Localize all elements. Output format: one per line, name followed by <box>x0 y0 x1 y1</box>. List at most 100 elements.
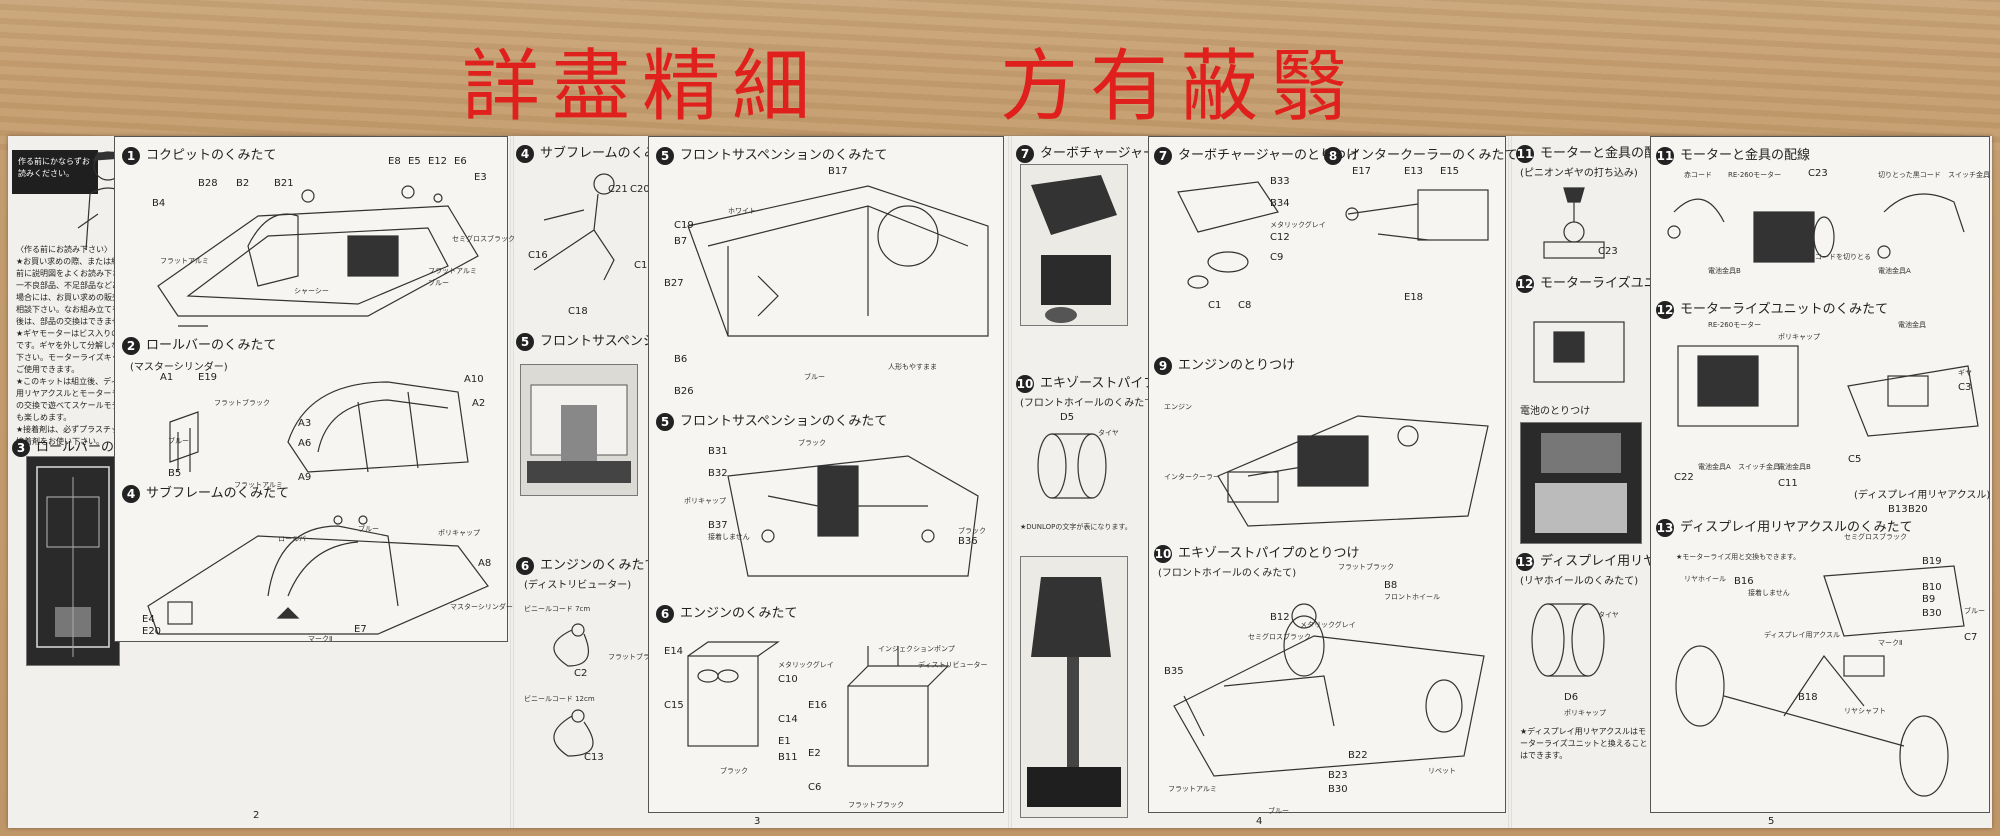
distributor-subtitle: (ディストリビューター) <box>524 580 632 591</box>
banner-right-text: 方有蔽翳 <box>1000 42 1361 132</box>
front-suspension-diagram <box>727 455 979 577</box>
cockpit-diagram <box>157 185 479 327</box>
part-label: B36 <box>958 536 978 547</box>
part-word: 接着しません <box>1748 589 1790 597</box>
part-label: D5 <box>1060 412 1075 423</box>
part-label: E19 <box>198 372 218 383</box>
part-word: リヤシャフト <box>1844 707 1886 715</box>
part-word: ディスプレイ用アクスル <box>1764 631 1840 639</box>
part-label: C15 <box>664 700 684 711</box>
front-wheel-diagram <box>1037 433 1107 499</box>
part-label: B37 <box>708 520 728 531</box>
part-label: C9 <box>1270 252 1284 263</box>
intercooler-diagram <box>1345 189 1489 241</box>
color-note: メタリックグレイ <box>778 661 834 669</box>
color-note: ブラック <box>798 439 826 447</box>
part-word: ポリキャップ <box>1778 333 1820 341</box>
turbo-photo <box>1020 164 1128 326</box>
part-label: C10 <box>778 674 798 685</box>
part-label: B28 <box>198 178 218 189</box>
part-label: B30 <box>1922 608 1942 619</box>
engine-install-diagram <box>1217 415 1489 527</box>
polycap-note: ポリキャップ <box>1564 709 1606 717</box>
wire-note: 赤コード <box>1684 171 1712 179</box>
part-label: B10 <box>1922 582 1942 593</box>
motorize-note: ★ディスプレイ用リヤアクスルはモーターライズユニットと換えることはできます。 <box>1520 727 1648 760</box>
color-note: ブルー <box>428 279 449 287</box>
part-label: B20 <box>1908 504 1928 515</box>
color-note: ブルー <box>1268 807 1289 815</box>
part-label: C14 <box>778 714 798 725</box>
motorize-unit-diagram <box>1677 345 1979 437</box>
page-number: 5 <box>1768 816 1775 827</box>
part-word: エンジン <box>1164 403 1192 411</box>
color-note: フラットアルミ <box>1168 785 1217 793</box>
color-note: フロントホイール <box>1384 593 1440 601</box>
color-note: マークⅡ <box>308 635 333 643</box>
part-label: E17 <box>1352 166 1372 177</box>
color-note: フラットアルミ <box>160 257 209 265</box>
part-label: A10 <box>464 374 484 385</box>
part-label: C21 <box>608 184 628 195</box>
page-number: 3 <box>754 816 761 827</box>
master-cylinder-subtitle: (マスターシリンダー) <box>130 362 228 373</box>
motor-wiring-diagram <box>1667 193 1965 263</box>
part-word: ブルー <box>1964 607 1985 615</box>
part-word: 電池金具A <box>1698 463 1731 471</box>
part-label: B19 <box>1922 556 1942 567</box>
part-label: A3 <box>298 418 312 429</box>
tire-note: タイヤ <box>1098 429 1119 437</box>
part-word: 電池金具 <box>1898 321 1926 329</box>
subframe-diagram <box>687 185 989 337</box>
part-label: B34 <box>1270 198 1290 209</box>
color-note: 接着しません <box>708 533 750 541</box>
part-word: インタークーラー <box>1164 473 1220 481</box>
part-label: B6 <box>674 354 688 365</box>
part-label: C3 <box>1958 382 1972 393</box>
battery-photo <box>1520 422 1642 544</box>
part-label: C13 <box>584 752 604 763</box>
color-note: セミグロスブラック <box>452 235 515 243</box>
color-note: フラットブラック <box>214 399 270 407</box>
part-label: E7 <box>354 624 367 635</box>
rollbar-photo <box>26 456 120 666</box>
color-note: フラットアルミ <box>234 481 283 489</box>
part-label: E4 <box>142 614 155 625</box>
part-label: E20 <box>142 626 162 637</box>
part-label: C7 <box>1964 632 1978 643</box>
part-label: E2 <box>808 748 821 759</box>
instruction-sheet: 作る前にかならずお読みください。 〈作る前にお読み下さい〉 ★お買い求めの際、ま… <box>8 136 1992 828</box>
battery-subtitle: 電池のとりつけ <box>1520 406 1591 417</box>
part-label: B30 <box>1328 784 1348 795</box>
color-note: フラットブラック <box>848 801 904 809</box>
part-word: セミグロスブラック <box>1844 533 1907 541</box>
part-label: B23 <box>1328 770 1348 781</box>
part-label: E13 <box>1404 166 1424 177</box>
rear-wheel-subtitle: (リヤホイールのくみたて) <box>1520 576 1639 587</box>
part-label: B12 <box>1270 612 1290 623</box>
color-note: ブラック <box>958 527 986 535</box>
pinion-subtitle: (ピニオンギヤの打ち込み) <box>1520 168 1638 179</box>
banner-left-text: 詳盡精細 <box>462 42 823 132</box>
engine-diagram <box>687 641 950 767</box>
part-label: C5 <box>1848 454 1862 465</box>
part-label: C18 <box>568 306 588 317</box>
part-label: C17 <box>634 260 654 271</box>
color-note: インジェクションポンプ <box>878 645 955 653</box>
part-label: B13 <box>1888 504 1908 515</box>
part-word: リヤホイール <box>1684 575 1726 583</box>
driver-figure-diagram <box>533 173 615 281</box>
color-note: フラットブラック <box>608 653 664 661</box>
wire-note: RE-260モーター <box>1728 171 1782 179</box>
display-axle-subtitle: (ディスプレイ用リヤアクスル) <box>1854 490 1991 501</box>
